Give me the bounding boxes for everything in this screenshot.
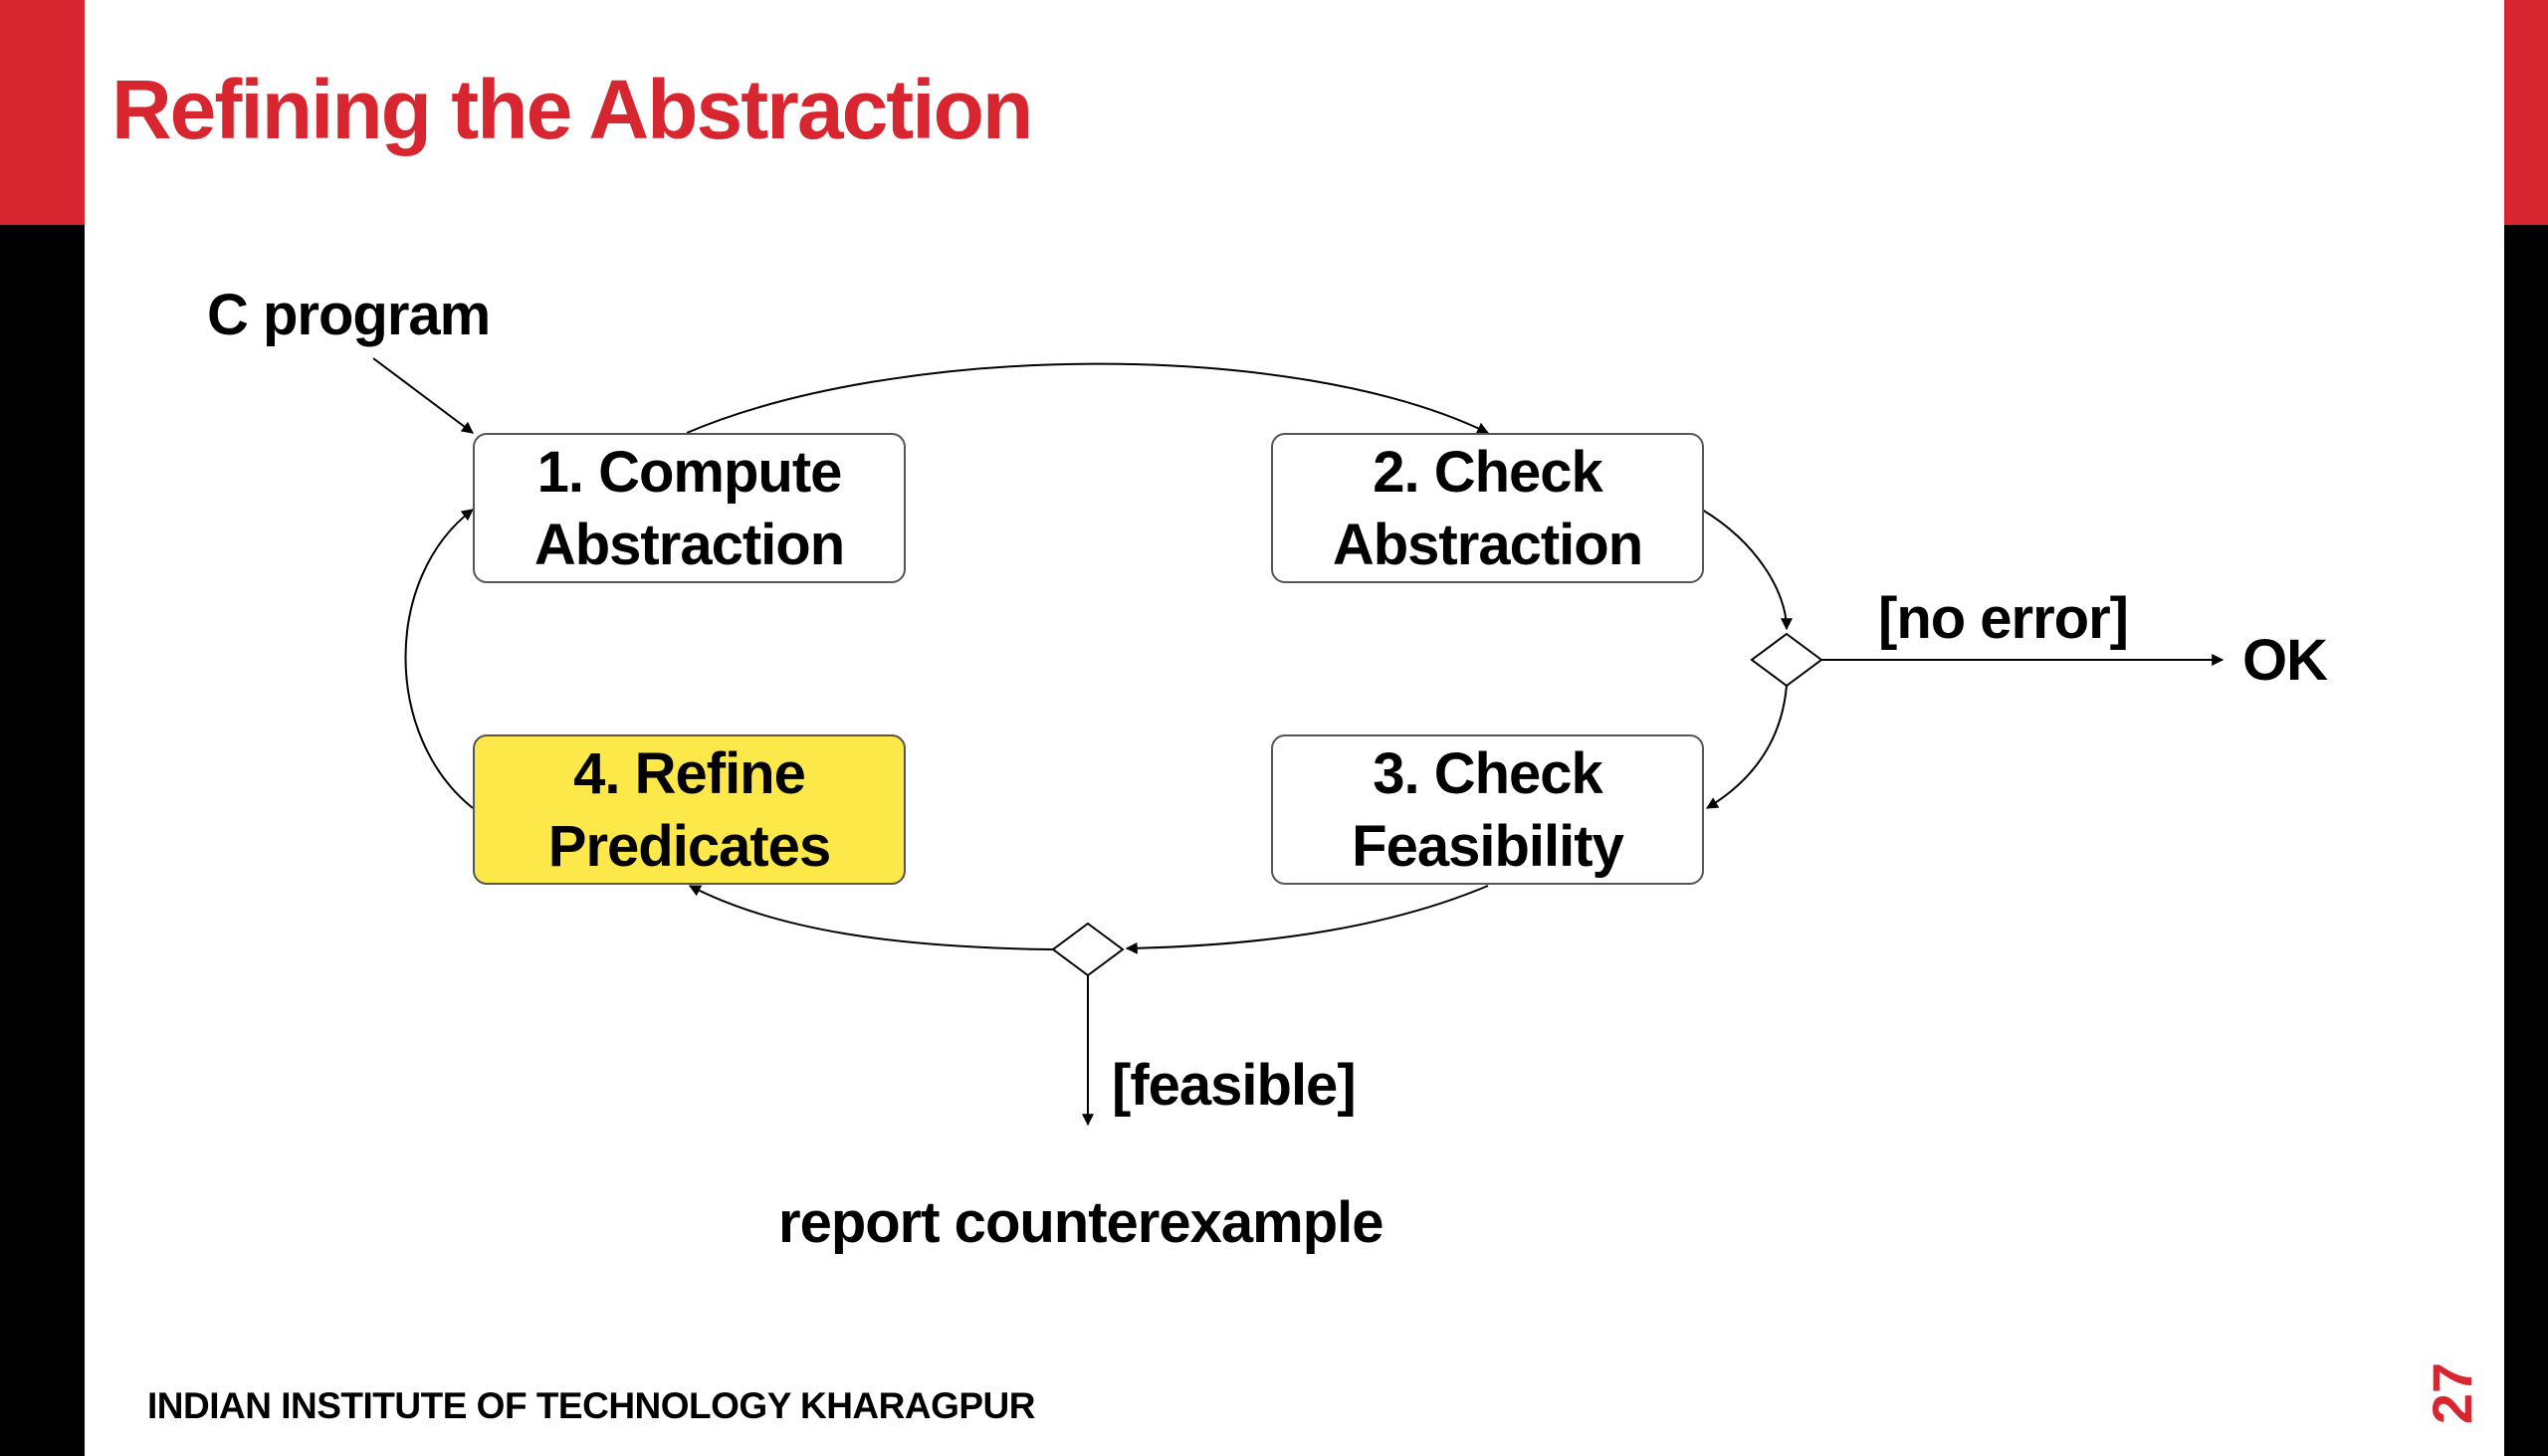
box-check-feasibility: 3. Check Feasibility (1271, 734, 1704, 885)
input-label: C program (207, 283, 491, 347)
edge-compute-to-check-abstraction (686, 362, 1490, 434)
box-compute-abstraction: 1. Compute Abstraction (473, 433, 906, 583)
right-black-bar (2504, 225, 2548, 1456)
box-line-2: Predicates (547, 813, 831, 879)
right-accent-bar (2504, 0, 2548, 225)
decision-diamond-bottom (1051, 922, 1125, 977)
slide-title: Refining the Abstraction (111, 63, 1033, 156)
edge-check-feasibility-to-decision (1125, 885, 1489, 954)
box-line-1: 1. Compute (536, 439, 843, 505)
decision-diamond-right (1750, 632, 1823, 688)
box-line-1: 3. Check (1373, 740, 1603, 806)
box-refine-predicates: 4. Refine Predicates (473, 734, 906, 885)
box-line-2: Abstraction (533, 512, 845, 577)
box-line-2: Abstraction (1332, 512, 1643, 577)
box-line-2: Feasibility (1352, 813, 1624, 879)
edge-refine-to-compute (404, 509, 474, 809)
edge-decision-to-check-feasibility (1705, 685, 1788, 809)
left-black-bar (0, 225, 85, 1456)
box-line-1: 2. Check (1373, 439, 1603, 505)
page-number: 27 (2420, 1361, 2483, 1425)
edge-input-to-compute (372, 357, 474, 434)
no-error-label: [no error] (1878, 586, 2129, 651)
box-check-abstraction: 2. Check Abstraction (1271, 433, 1704, 583)
left-accent-bar (0, 0, 85, 225)
counterexample-label: report counterexample (778, 1190, 1384, 1255)
ok-label: OK (2242, 628, 2328, 693)
institution-footer: INDIAN INSTITUTE OF TECHNOLOGY KHARAGPUR (147, 1385, 1036, 1426)
feasible-label: [feasible] (1112, 1053, 1357, 1118)
box-line-1: 4. Refine (573, 740, 806, 806)
edge-decision-to-refine (688, 885, 1054, 950)
edge-check-abstraction-to-decision (1701, 509, 1793, 631)
